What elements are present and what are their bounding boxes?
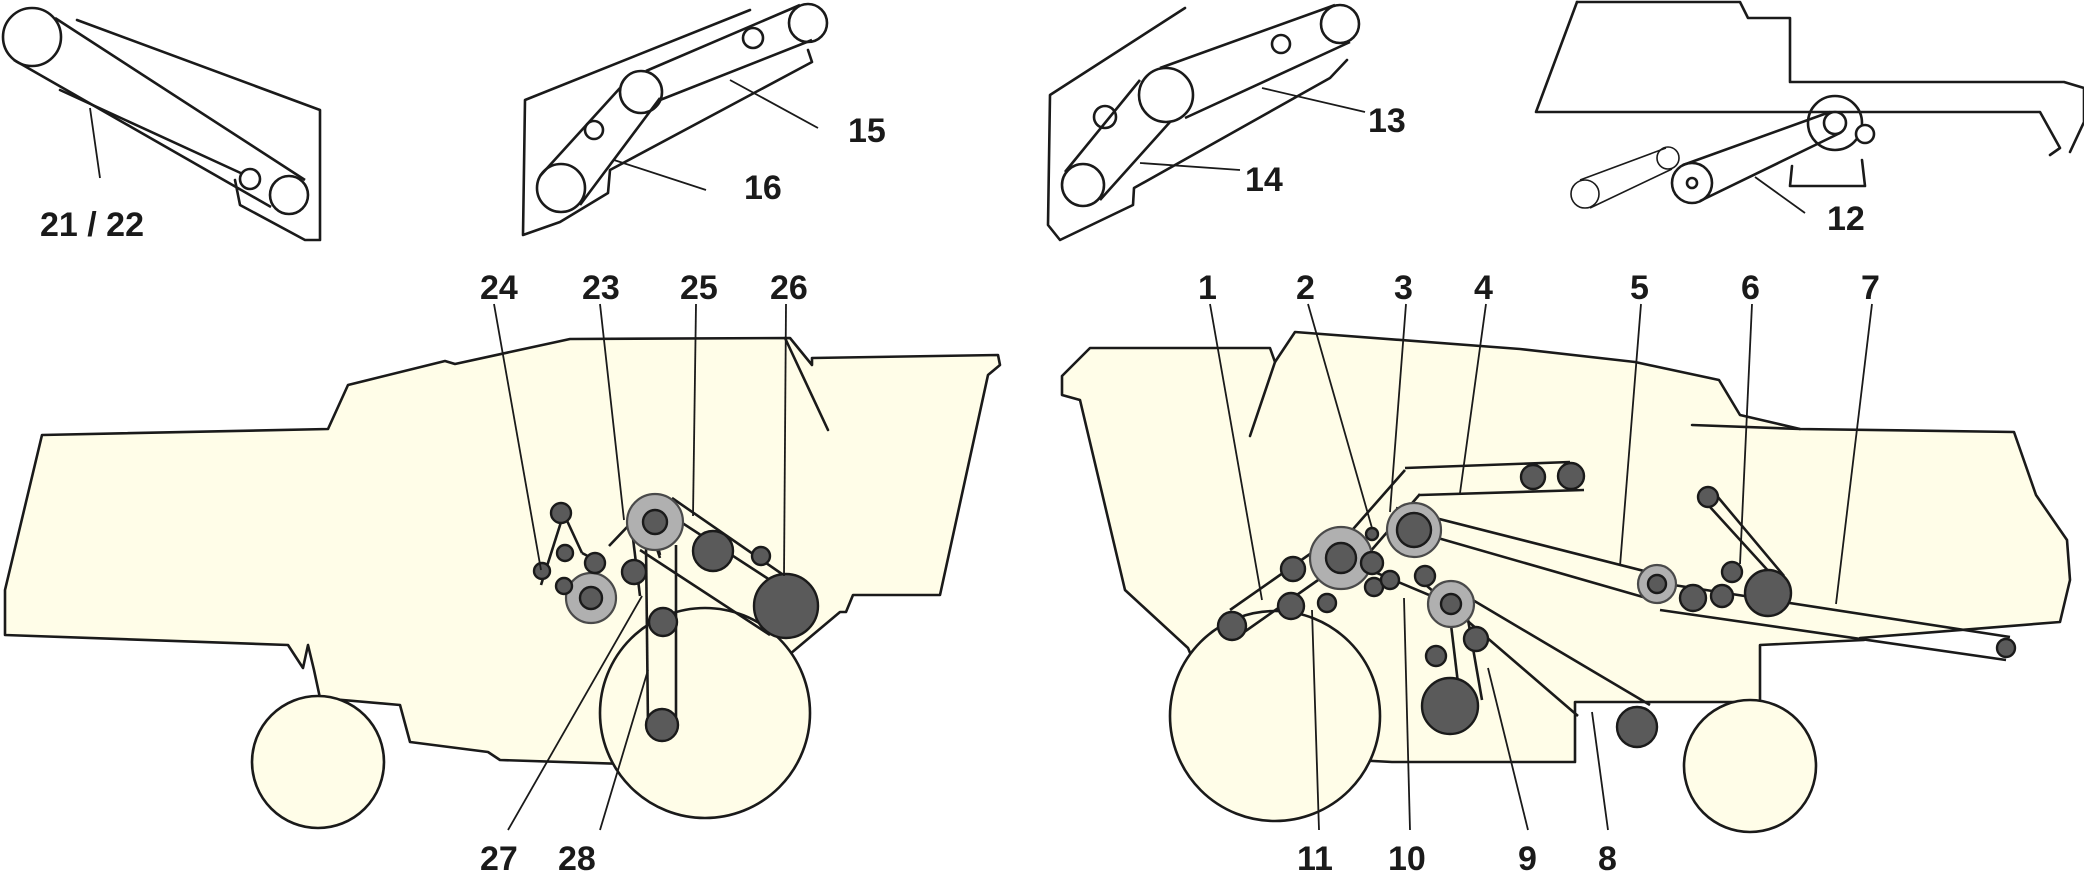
leaders-left <box>493 303 787 831</box>
detail-12 <box>1534 0 2084 214</box>
callout-25: 25 <box>680 269 718 307</box>
callout-11: 11 <box>1297 840 1333 875</box>
callout-8: 8 <box>1598 840 1617 875</box>
callout-1: 1 <box>1198 269 1217 307</box>
callout-15: 15 <box>848 112 886 150</box>
callout-16: 16 <box>744 169 782 207</box>
detail-15-16 <box>521 2 829 237</box>
detail-13-14 <box>1046 3 1366 242</box>
callout-24: 24 <box>480 269 518 307</box>
callout-26: 26 <box>770 269 808 307</box>
callout-6: 6 <box>1741 269 1760 307</box>
callout-10: 10 <box>1388 840 1426 875</box>
callout-27: 27 <box>480 840 518 875</box>
callout-5: 5 <box>1630 269 1649 307</box>
callout-9: 9 <box>1518 840 1537 875</box>
callout-labels: 21 / 22 15 16 13 14 12 24 23 25 26 27 28… <box>40 102 1880 875</box>
callout-7: 7 <box>1861 269 1880 307</box>
leaders-right <box>1209 303 1873 831</box>
callout-2: 2 <box>1296 269 1315 307</box>
callout-4: 4 <box>1474 269 1493 307</box>
callout-14: 14 <box>1245 161 1283 199</box>
callout-12: 12 <box>1827 200 1865 238</box>
detail-21-22 <box>1 6 322 242</box>
callout-13: 13 <box>1368 102 1406 140</box>
callout-28: 28 <box>558 840 596 875</box>
callout-21-22: 21 / 22 <box>40 206 144 244</box>
machine-right-side <box>1060 330 2072 834</box>
callout-3: 3 <box>1394 269 1413 307</box>
callout-23: 23 <box>582 269 620 307</box>
machine-left-side <box>3 336 1002 830</box>
